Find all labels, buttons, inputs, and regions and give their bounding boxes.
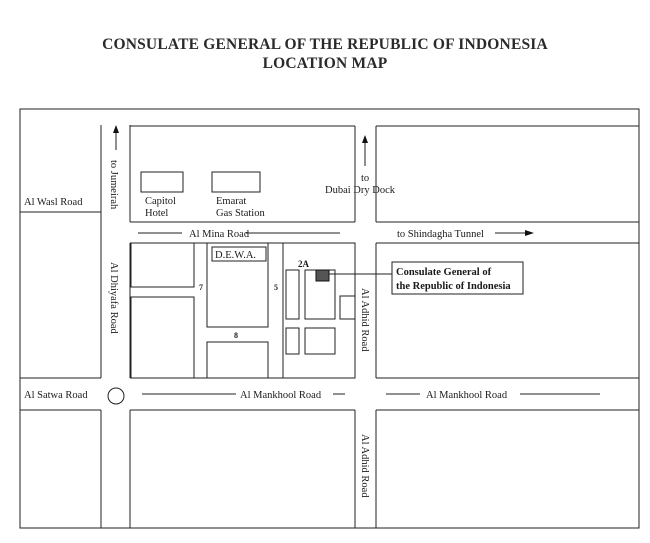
dewa-label: D.E.W.A. (215, 250, 256, 261)
street-2a-label: 2A (298, 259, 310, 269)
capitol-hotel-box (140, 171, 184, 193)
block-east-outline (282, 242, 356, 379)
dewa-label-box (211, 246, 267, 262)
block-south-middle (206, 341, 269, 379)
block-east-lower-main (304, 327, 336, 355)
roundabout (107, 387, 125, 405)
al-mankhool-road-label-right: Al Mankhool Road (426, 390, 508, 401)
dubai-dry-dock-label-line1: to (361, 173, 369, 184)
block-west-south (130, 296, 195, 379)
al-adhid-road-label: Al Adhid Road (359, 288, 370, 352)
block-east-lower-left (285, 327, 300, 355)
block-east-small-left (285, 269, 300, 320)
map-subtitle: LOCATION MAP (262, 55, 388, 72)
consulate-label-line2: the Republic of Indonesia (396, 281, 511, 292)
shindagha-arrow-head (525, 230, 534, 236)
map-title: CONSULATE GENERAL OF THE REPUBLIC OF IND… (102, 36, 548, 53)
dubai-dry-dock-label-line2: Dubai Dry Dock (325, 185, 396, 196)
to-jumeirah-label: to Jumeirah (108, 160, 119, 210)
al-wasl-road-label: Al Wasl Road (24, 197, 83, 208)
consulate-label-line1: Consulate General of (396, 267, 492, 278)
al-mina-road-label: Al Mina Road (189, 229, 250, 240)
shindagha-tunnel-label: to Shindagha Tunnel (397, 229, 484, 240)
to-jumeirah-arrow-head (113, 125, 119, 133)
map-frame (19, 108, 640, 529)
block-west-north (130, 242, 195, 288)
emarat-label-line2: Gas Station (216, 208, 265, 219)
consulate-callout-box (391, 261, 524, 295)
al-dhiyafa-road-label: Al Dhiyafa Road (108, 262, 119, 334)
street-7-label: 7 (199, 283, 203, 292)
consulate-building-marker (315, 269, 330, 282)
dewa-block (206, 242, 269, 328)
street-5-label: 5 (274, 283, 278, 292)
street-8-label: 8 (234, 331, 238, 340)
capitol-hotel-label-line2: Hotel (145, 208, 168, 219)
dry-dock-arrow-head (362, 135, 368, 143)
emarat-gas-station-box (211, 171, 261, 193)
capitol-hotel-label-line1: Capitol (145, 196, 176, 207)
al-adhid-road-label-south: Al Adhid Road (359, 434, 370, 498)
al-mankhool-road-label: Al Mankhool Road (240, 390, 322, 401)
emarat-label-line1: Emarat (216, 196, 246, 207)
block-east-edge (339, 295, 356, 320)
al-satwa-road-label: Al Satwa Road (24, 390, 88, 401)
